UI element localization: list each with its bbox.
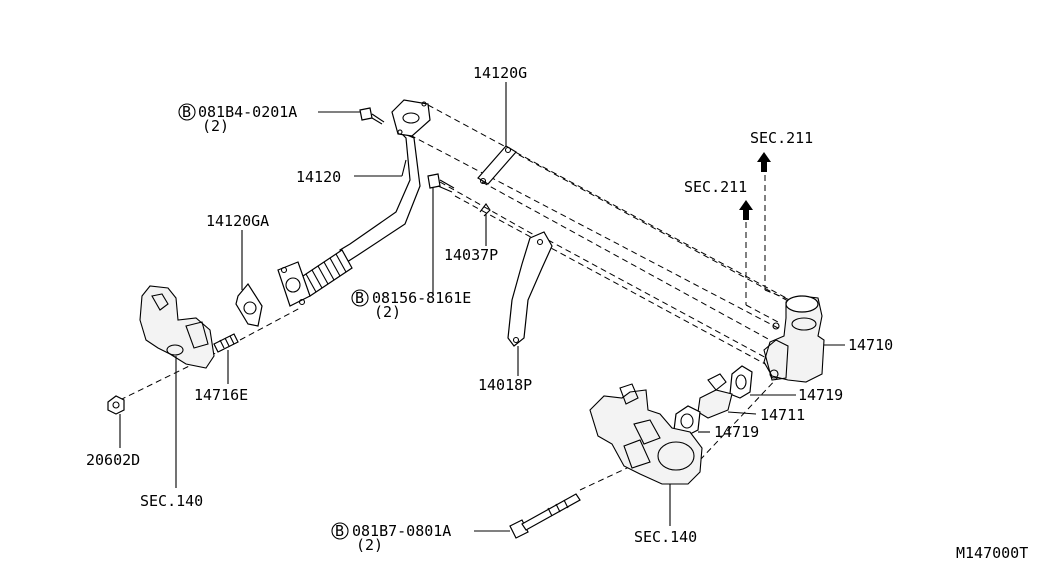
label-14719-lower: 14719	[714, 423, 759, 441]
label-14120ga: 14120GA	[206, 212, 269, 230]
label-14710: 14710	[848, 336, 893, 354]
label-14018p: 14018P	[478, 376, 532, 394]
arrow-sec211-left	[739, 200, 753, 220]
b-marker-top: B	[178, 103, 196, 121]
label-sec211-b: SEC.211	[684, 178, 747, 196]
leader-lines	[354, 159, 407, 177]
label-bolt-bot-qty: (2)	[356, 536, 383, 554]
label-14037p: 14037P	[444, 246, 498, 264]
egr-valve-14710	[763, 295, 845, 383]
b-marker-text: B	[182, 103, 191, 121]
label-20602d: 20602D	[86, 451, 140, 469]
exhaust-manifold-left	[139, 285, 215, 488]
svg-text:B: B	[355, 289, 364, 307]
label-bolt-mid-qty: (2)	[374, 303, 401, 321]
label-sec140-right: SEC.140	[634, 528, 697, 546]
label-bolt-top-qty: (2)	[202, 117, 229, 135]
label-sec140-left: SEC.140	[140, 492, 203, 510]
bolt-081b4-0201a	[318, 107, 385, 125]
label-14120g: 14120G	[473, 64, 527, 82]
b-marker-mid: B	[351, 289, 369, 307]
clip-14037p	[479, 203, 491, 246]
nut-20602d	[107, 395, 125, 448]
egr-tube-14120	[277, 99, 431, 307]
arrow-sec211-right	[757, 152, 771, 172]
gasket-14120ga	[235, 230, 263, 327]
svg-text:B: B	[335, 522, 344, 540]
label-14719-upper: 14719	[798, 386, 843, 404]
label-14716e: 14716E	[194, 386, 248, 404]
label-diagram-code: M147000T	[956, 544, 1028, 562]
exhaust-manifold-right	[589, 383, 703, 526]
b-marker-bot: B	[331, 522, 349, 540]
label-bolt-bot: 081B7-0801A	[352, 522, 451, 540]
bracket-14018p	[507, 231, 553, 376]
gasket-14120g	[477, 82, 517, 185]
label-14120: 14120	[296, 168, 341, 186]
spacer-14711	[697, 373, 757, 419]
bolt-081b7-0801a	[474, 493, 581, 539]
label-bolt-top: 081B4-0201A	[198, 103, 297, 121]
label-sec211-a: SEC.211	[750, 129, 813, 147]
label-14711: 14711	[760, 406, 805, 424]
bolt-08156-8161e	[427, 173, 455, 296]
stud-14716e	[213, 333, 239, 384]
label-bolt-mid: 08156-8161E	[372, 289, 471, 307]
